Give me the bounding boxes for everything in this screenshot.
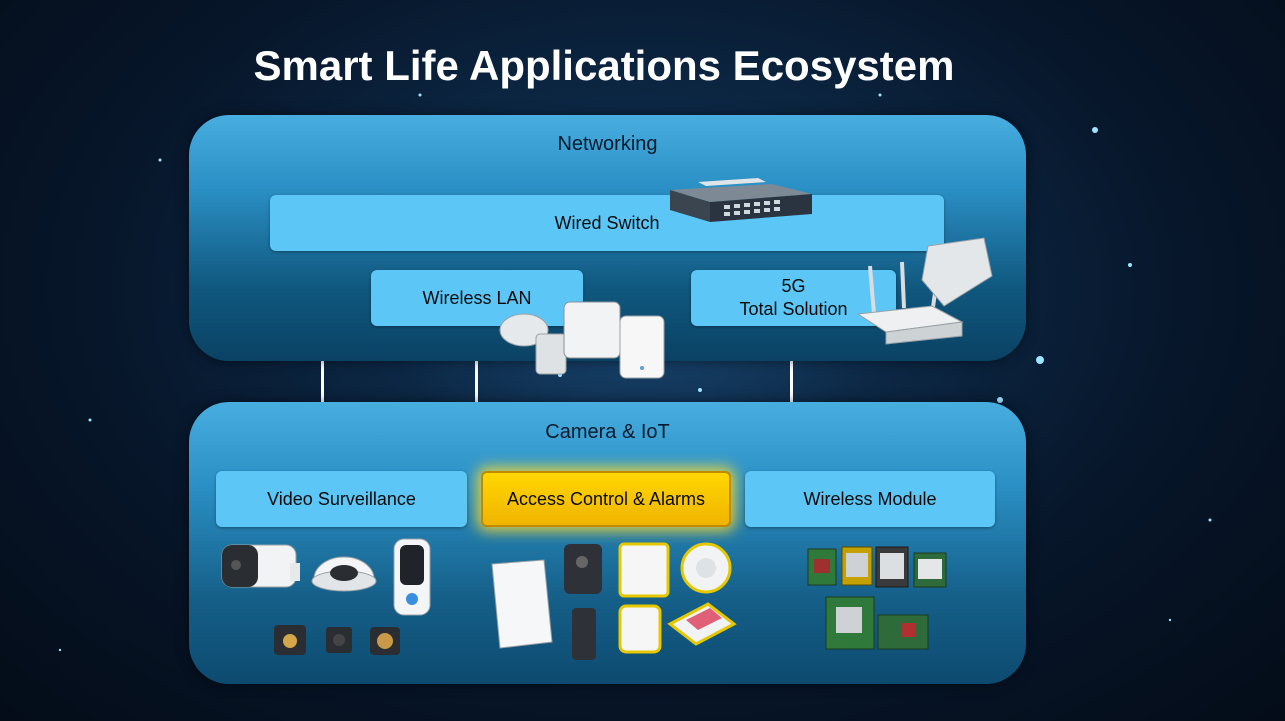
network-switch-image [670,178,812,222]
camera-iot-title: Camera & IoT [545,421,670,443]
access-control-label: Access Control & Alarms [506,488,706,509]
page-title: Smart Life Applications Ecosystem [253,42,955,89]
fiveg-label-line1: 5G [781,276,806,296]
access-points-image [499,301,665,379]
wireless-module-box: Wireless Module [745,471,995,527]
wireless-module-label: Wireless Module [803,488,937,509]
video-surveillance-box: Video Surveillance [216,471,467,527]
wireless-lan-label: Wireless LAN [422,287,532,308]
cameras-image [221,538,431,655]
access-control-box: Access Control & Alarms [481,471,731,527]
wireless-lan-box: Wireless LAN [371,270,583,326]
networking-title: Networking [557,133,658,155]
video-surveillance-label: Video Surveillance [267,488,416,509]
fiveg-router-image [856,237,993,345]
fiveg-label-line2: Total Solution [739,299,848,319]
wireless-modules-image [807,546,947,650]
access-devices-image [491,542,737,660]
wired-switch-label: Wired Switch [554,212,660,233]
wired-switch-box: Wired Switch [270,195,944,251]
